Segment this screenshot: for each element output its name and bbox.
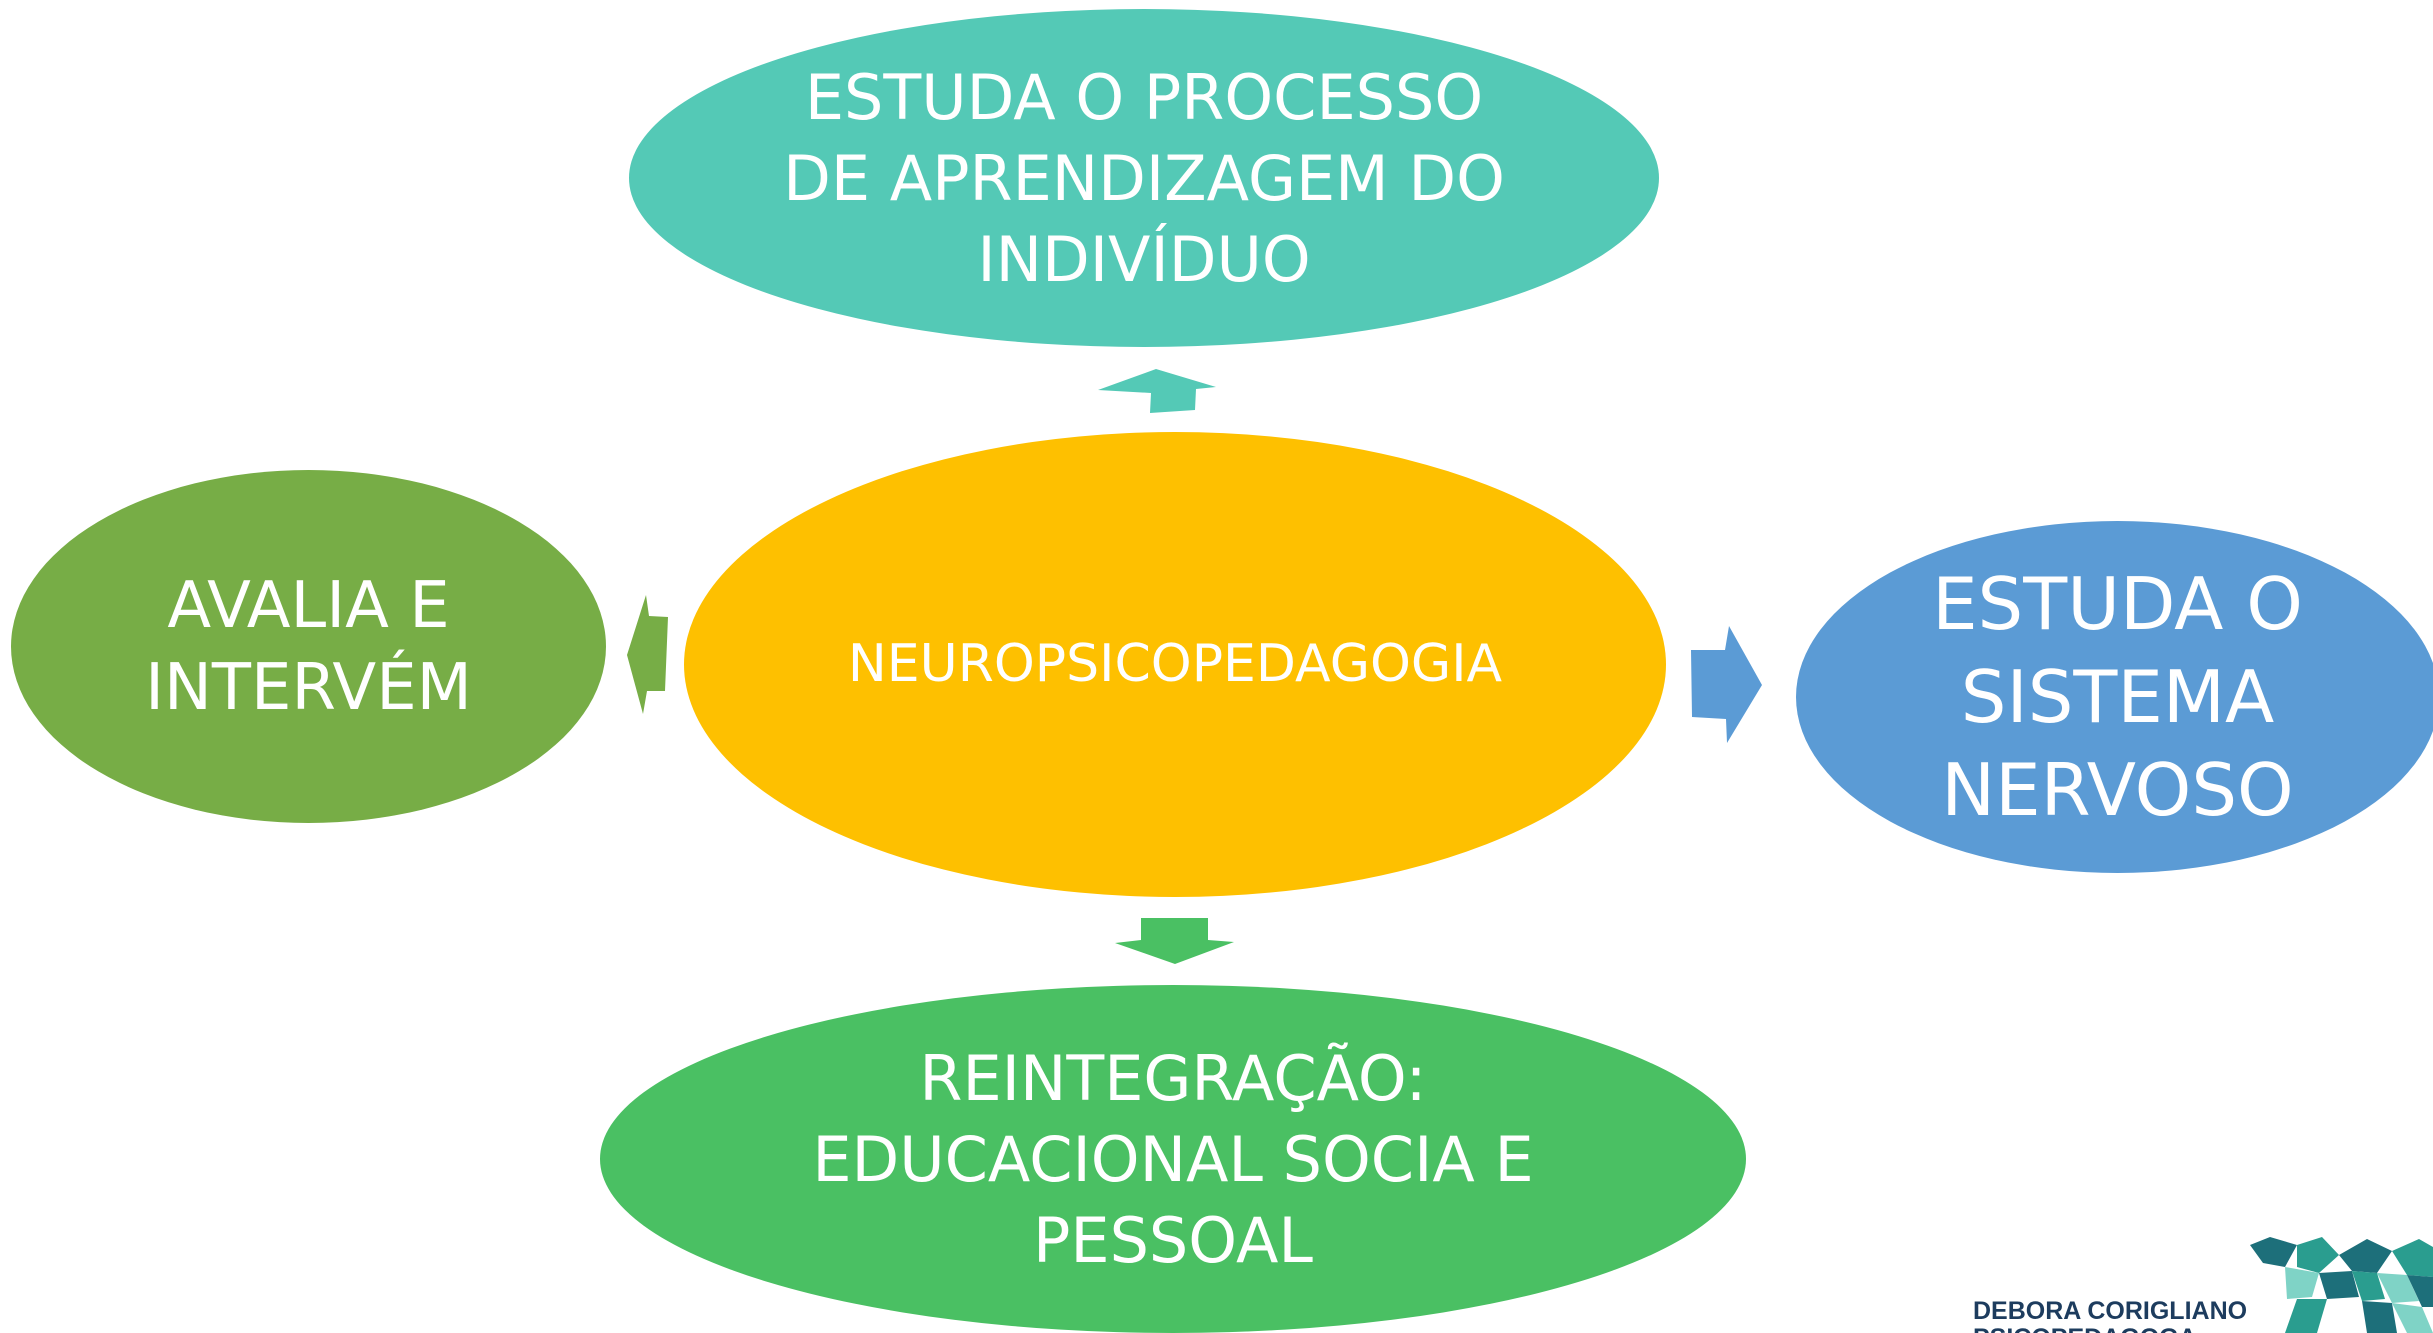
node-learning-process-label: ESTUDA O PROCESSO DE APRENDIZAGEM DO IND… — [783, 60, 1505, 296]
arrow-right — [1691, 626, 1762, 743]
arrow-down — [1115, 918, 1234, 964]
node-nervous-system: ESTUDA O SISTEMA NERVOSO — [1796, 521, 2433, 873]
node-evaluates-intervenes-label: AVALIA E INTERVÉM — [145, 568, 472, 725]
logo-mark-icon — [2250, 1237, 2433, 1333]
arrow-left — [627, 595, 668, 714]
logo-name: DEBORA CORIGLIANO — [1973, 1297, 2248, 1325]
node-nervous-system-label: ESTUDA O SISTEMA NERVOSO — [1932, 561, 2303, 832]
node-neuropsicopedagogia: NEUROPSICOPEDAGOGIA — [684, 432, 1666, 897]
node-evaluates-intervenes: AVALIA E INTERVÉM — [11, 470, 606, 823]
node-learning-process: ESTUDA O PROCESSO DE APRENDIZAGEM DO IND… — [629, 9, 1659, 347]
brand-logo: DEBORA CORIGLIANO PSICOPEDAGOGA — [1967, 1237, 2433, 1333]
node-reintegration-label: REINTEGRAÇÃO: EDUCACIONAL SOCIA E PESSOA… — [812, 1041, 1534, 1277]
arrow-up — [1098, 369, 1216, 413]
node-reintegration: REINTEGRAÇÃO: EDUCACIONAL SOCIA E PESSOA… — [600, 985, 1746, 1333]
node-neuropsicopedagogia-label: NEUROPSICOPEDAGOGIA — [847, 634, 1503, 695]
logo-title: PSICOPEDAGOGA — [1973, 1324, 2197, 1333]
